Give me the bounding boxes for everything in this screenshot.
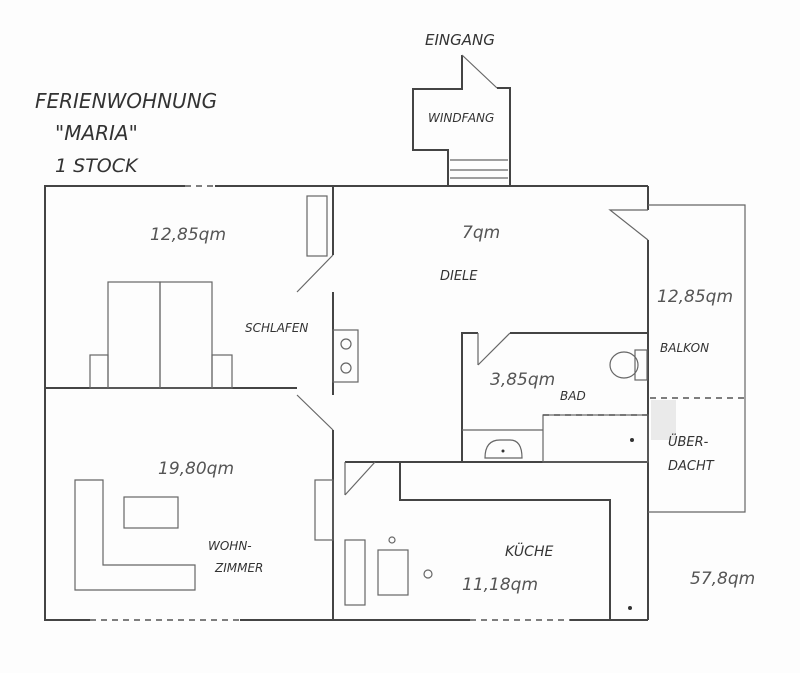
- kueche-label: KÜCHE: [505, 542, 553, 560]
- total-area: 57,8qm: [690, 569, 755, 589]
- ueberdacht-line2: DACHT: [668, 459, 715, 474]
- balkon-area: 12,85qm: [657, 287, 733, 307]
- kueche-area: 11,18qm: [462, 575, 538, 595]
- title-line1: FERIENWOHNUNG: [35, 89, 217, 113]
- bad-label: BAD: [560, 389, 586, 403]
- windfang: [412, 54, 511, 186]
- wohnzimmer-label-line1: WOHN-: [208, 539, 252, 553]
- ueberdacht-line1: ÜBER-: [668, 433, 709, 450]
- title-line2: "MARIA": [55, 121, 138, 145]
- bed: [89, 195, 359, 389]
- schlafen-label: SCHLAFEN: [245, 321, 308, 335]
- interior-walls: [45, 186, 648, 620]
- outer-walls: [44, 185, 649, 621]
- diele-area: 7qm: [462, 223, 500, 243]
- wohnzimmer-area: 19,80qm: [158, 459, 234, 479]
- bad-area: 3,85qm: [490, 370, 555, 390]
- diele-label: DIELE: [440, 269, 478, 284]
- title-line3: 1 STOCK: [55, 155, 139, 177]
- sofa-and-table: [74, 479, 334, 591]
- bathroom-fixtures: [462, 349, 649, 463]
- balcony: [648, 204, 746, 513]
- schlafen-area: 12,85qm: [150, 225, 226, 245]
- entrance-label: EINGANG: [425, 31, 495, 49]
- wohnzimmer-label-line2: ZIMMER: [214, 561, 263, 575]
- windfang-label: WINDFANG: [428, 111, 494, 125]
- balkon-label: BALKON: [660, 341, 709, 355]
- kitchen-fixtures: [344, 536, 632, 610]
